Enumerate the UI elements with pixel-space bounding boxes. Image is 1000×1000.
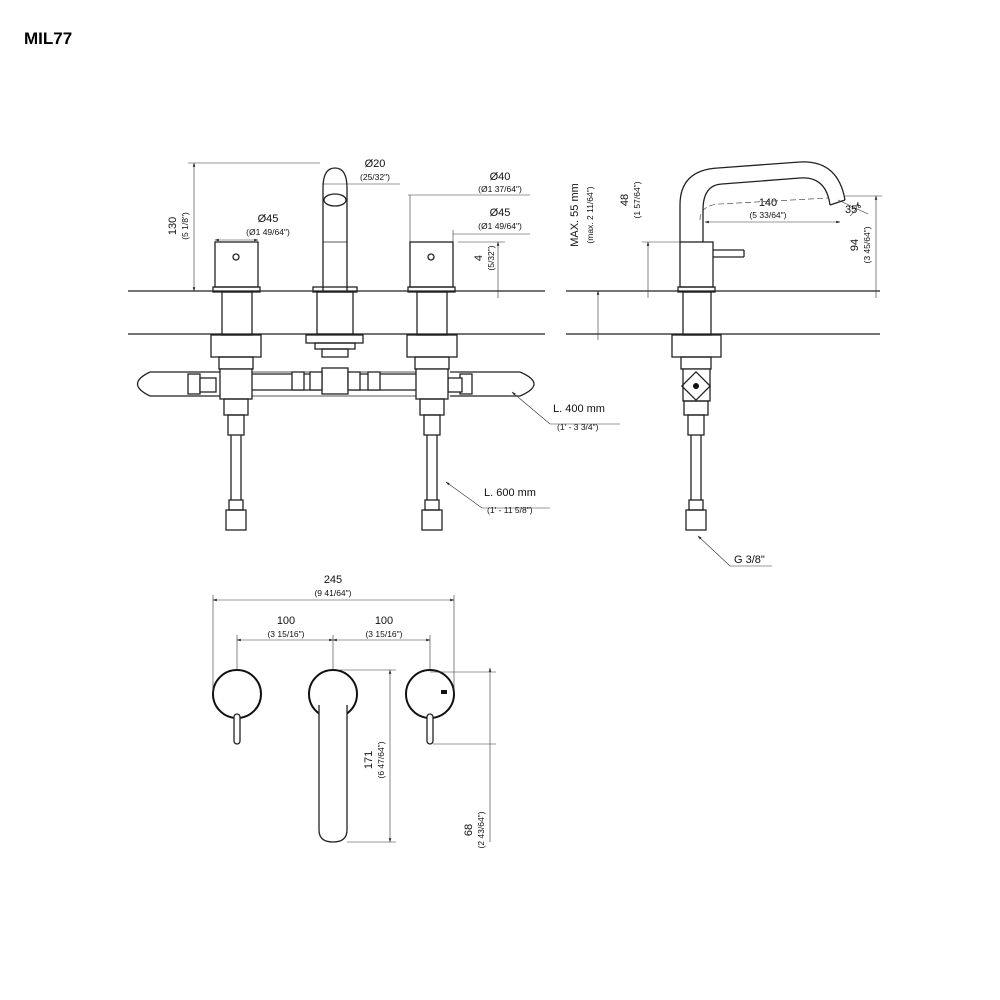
reach-label: 140 [759,197,777,209]
handle-indicator-icon [232,253,240,261]
hose-length-400-inch-label: (1' - 3 3/4") [557,422,599,432]
lever-height-inch-label: (1 57/64") [632,181,642,218]
lever-length-inch-label: (2 43/64") [476,811,486,848]
nut-fitting [685,509,707,531]
left-lever [233,713,241,745]
center-spout [305,167,364,358]
left-handle-diameter-label: Ø45 [258,213,279,225]
spout-length-label: 171 [363,751,375,769]
cap-height-inch-label: (5/32") [486,245,496,270]
spout-curve [679,161,846,242]
spout-top [318,705,348,843]
left-handle-circle [212,669,262,719]
top-view: 245 (9 41/64") 100 (3 15/16") 100 (3 15/… [212,574,496,849]
front-view: 130 (5 1/8") Ø20 (25/32") Ø45 (Ø1 49/64"… [128,158,620,531]
right-spacing-inch-label: (3 15/16") [365,629,402,639]
cap-diameter-label: Ø40 [490,171,511,183]
supply-hoses [223,398,445,531]
spout-diameter-label: Ø20 [365,158,386,170]
reach-inch-label: (5 33/64") [749,210,786,220]
side-view: MAX. 55 mm (max. 2 11/64") 48 (1 57/64")… [566,161,882,567]
hose-length-400-label: L. 400 mm [553,403,605,415]
nut-fitting [225,509,247,531]
left-spacing-label: 100 [277,615,295,627]
max-deck-inch-label: (max. 2 11/64") [585,186,595,243]
left-spacing-inch-label: (3 15/16") [267,629,304,639]
max-deck-label: MAX. 55 mm [569,183,581,247]
left-handle [210,241,262,370]
height-label: 130 [167,217,179,235]
right-handle-diameter-label: Ø45 [490,207,511,219]
lever-length-label: 68 [463,824,475,836]
cap-diameter-inch-label: (Ø1 37/64") [478,184,522,194]
nut-fitting [421,509,443,531]
hose-length-600-inch-label: (1' - 11 5/8") [487,505,533,515]
tee-fitting [321,367,349,395]
total-width-inch-label: (9 41/64") [314,588,351,598]
connection-thread-label: G 3/8" [734,554,765,566]
height-inch-label: (5 1/8") [180,212,190,240]
cap-height-label: 4 [473,255,485,261]
hose-length-600-label: L. 600 mm [484,487,536,499]
right-indicator-mark [441,690,447,694]
spout-height-label: 94 [849,239,861,251]
connecting-hoses [136,367,535,400]
product-title: MIL77 [24,29,72,48]
left-handle-diameter-inch-label: (Ø1 49/64") [246,227,290,237]
right-lever [426,713,434,745]
spout-height-inch-label: (3 45/64") [862,226,872,263]
spout-angle-label: 35° [845,204,862,216]
right-spacing-label: 100 [375,615,393,627]
spout-diameter-inch-label: (25/32") [360,172,390,182]
right-handle-diameter-inch-label: (Ø1 49/64") [478,221,522,231]
total-width-label: 245 [324,574,342,586]
spout-length-inch-label: (6 47/64") [376,741,386,778]
right-handle [406,241,458,370]
handle-indicator-icon [427,253,435,261]
lever-height-label: 48 [619,194,631,206]
